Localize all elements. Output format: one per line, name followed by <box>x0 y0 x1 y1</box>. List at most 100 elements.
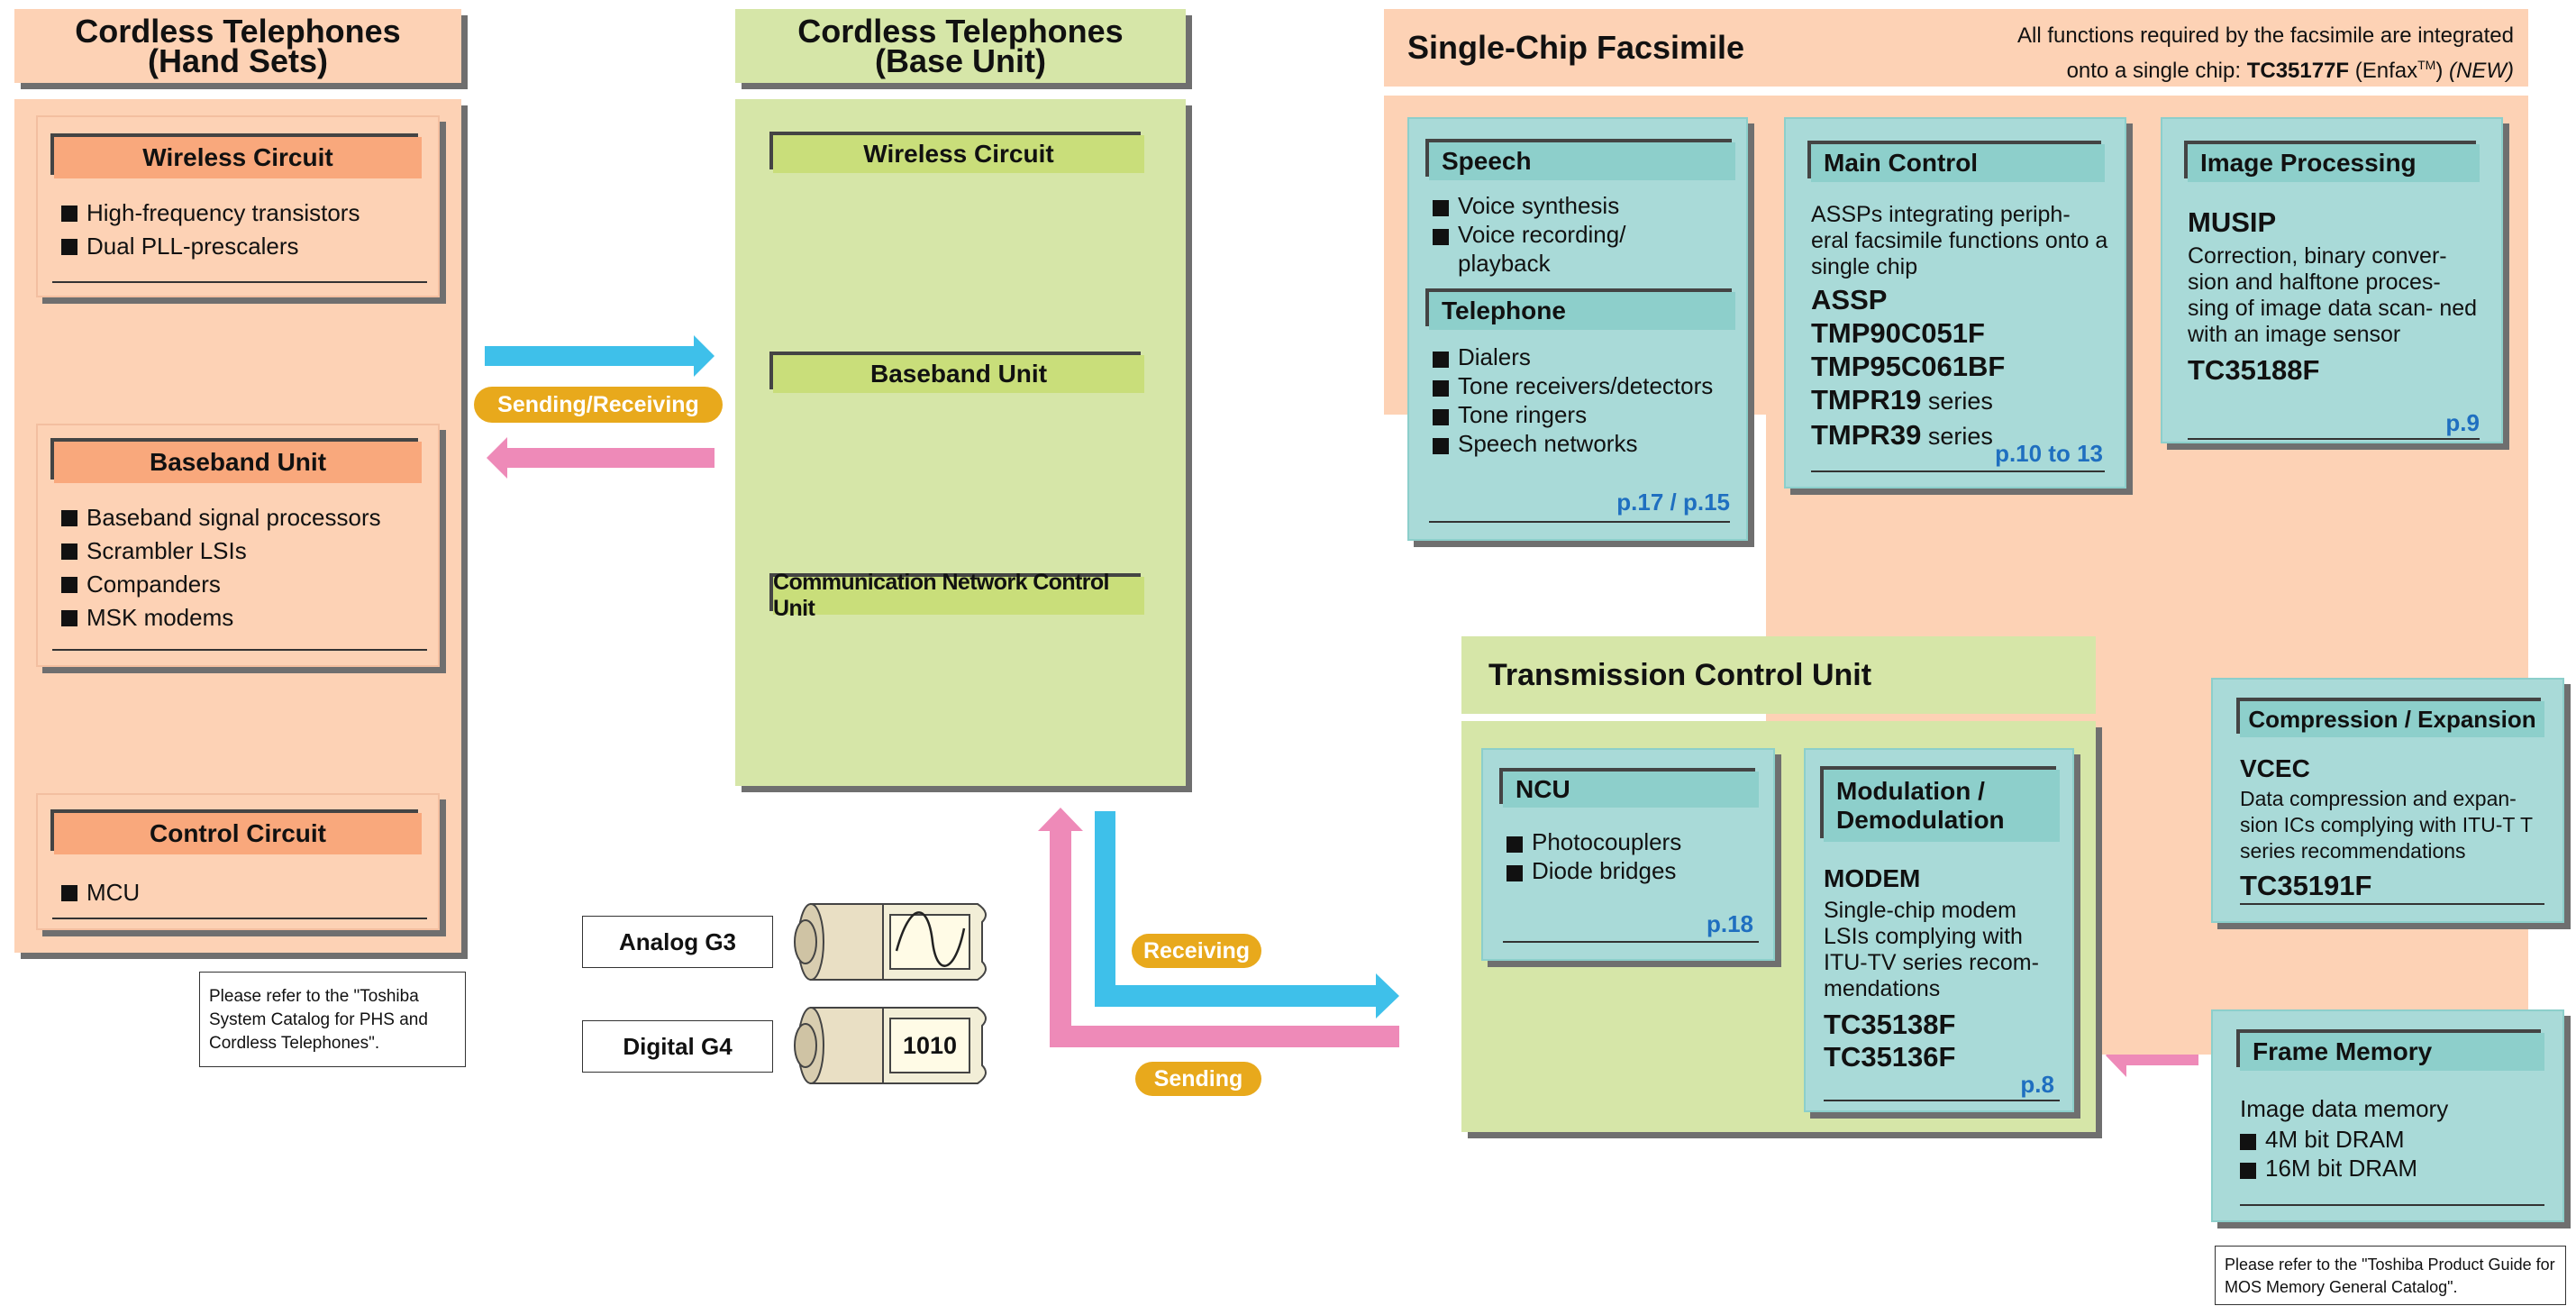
list-item: Tone ringers <box>1433 400 1713 429</box>
list-item: Companders <box>61 568 381 601</box>
fax-new: (NEW) <box>2449 59 2514 83</box>
divider <box>1429 521 1730 523</box>
handsets-title-line1: Cordless Telephones <box>75 13 401 50</box>
list-item: Voice synthesis <box>1433 191 1721 220</box>
main-control-desc: ASSPs integrating periph- eral facsimile… <box>1811 202 2108 279</box>
telephone-list: Dialers Tone receivers/detectors Tone ri… <box>1433 342 1713 458</box>
list-item: Photocouplers <box>1506 827 1681 856</box>
frame-memory-box: Frame Memory Image data memory 4M bit DR… <box>2211 1009 2564 1222</box>
main-control-parts: ASSP TMP90C051F TMP95C061BF TMPR19 serie… <box>1811 283 2005 453</box>
list-item: Diode bridges <box>1506 856 1681 885</box>
fax-desc-line1: All functions required by the facsimile … <box>2017 23 2514 48</box>
frame-memory-note: Please refer to the "Toshiba Product Gui… <box>2215 1246 2566 1305</box>
part-tmp90c051f: TMP90C051F <box>1811 317 1985 349</box>
compression-box: Compression / Expansion VCEC Data compre… <box>2211 678 2564 923</box>
handset-wireless-box: Wireless Circuit High-frequency transist… <box>36 115 440 297</box>
compression-desc: Data compression and expan- sion ICs com… <box>2240 787 2533 863</box>
tcu-title: Transmission Control Unit <box>1488 658 1872 692</box>
divider <box>52 649 427 651</box>
divider <box>1503 941 1759 943</box>
sending-receiving-label: Sending/Receiving <box>474 387 723 423</box>
digital-label: Digital G4 <box>582 1020 773 1073</box>
part-tmpr39: TMPR39 series <box>1811 419 1993 451</box>
handsets-title-line2: (Hand Sets) <box>147 42 329 79</box>
frame-memory-title: Frame Memory <box>2240 1033 2544 1071</box>
modem-box: Modulation / Demodulation MODEM Single-c… <box>1804 748 2074 1112</box>
fax-header: Single-Chip Facsimile All functions requ… <box>1384 9 2528 87</box>
receiving-l-arrow <box>1095 811 1399 1018</box>
handset-wireless-title: Wireless Circuit <box>54 137 422 178</box>
handset-wireless-list: High-frequency transistors Dual PLL-pres… <box>61 196 360 263</box>
divider <box>52 918 427 919</box>
handset-control-box: Control Circuit MCU <box>36 793 440 930</box>
send-right-arrow <box>485 335 715 377</box>
list-item: Voice recording/ playback <box>1433 220 1721 278</box>
list-item: MCU <box>61 876 140 909</box>
fax-chip: TC35177F <box>2246 59 2350 83</box>
frame-memory-desc: Image data memory <box>2240 1095 2449 1122</box>
speech-list: Voice synthesis Voice recording/ playbac… <box>1433 191 1721 278</box>
telephone-title: Telephone <box>1429 292 1735 330</box>
handsets-header: Cordless Telephones (Hand Sets) <box>14 9 461 83</box>
ncu-box: NCU Photocouplers Diode bridges p.18 <box>1481 748 1775 961</box>
image-processing-title: Image Processing <box>2188 144 2480 182</box>
modem-desc: Single-chip modem LSIs complying with IT… <box>1824 898 2039 1001</box>
list-item: Baseband signal processors <box>61 501 381 534</box>
divider <box>2240 903 2544 905</box>
main-control-title: Main Control <box>1811 144 2105 182</box>
part-tmpr19: TMPR19 series <box>1811 384 1993 416</box>
modem-label: MODEM <box>1824 864 1921 892</box>
list-item: Speech networks <box>1433 429 1713 458</box>
modem-title: Modulation / Demodulation <box>1824 770 2060 842</box>
base-wireless-title: Wireless Circuit <box>773 135 1144 173</box>
handset-control-title: Control Circuit <box>54 813 422 854</box>
image-processing-page-ref[interactable]: p.9 <box>2445 409 2480 436</box>
image-processing-desc: Correction, binary conver- sion and half… <box>2188 243 2478 347</box>
list-item: 16M bit DRAM <box>2240 1154 2417 1183</box>
assp-label: ASSP <box>1811 284 1888 315</box>
list-item: Tone receivers/detectors <box>1433 371 1713 400</box>
analog-label: Analog G3 <box>582 916 773 968</box>
list-item: 4M bit DRAM <box>2240 1125 2417 1154</box>
base-title-line2: (Base Unit) <box>874 42 1047 79</box>
base-panel: Wireless Circuit Baseband Unit Communica… <box>735 99 1186 786</box>
base-header: Cordless Telephones (Base Unit) <box>735 9 1186 83</box>
tcu-header: Transmission Control Unit <box>1461 636 2096 714</box>
ncu-title: NCU <box>1503 772 1759 808</box>
part-tc35138f: TC35138F <box>1824 1009 1956 1040</box>
divider <box>2188 438 2480 440</box>
receiving-label: Receiving <box>1132 934 1261 968</box>
musip-label: MUSIP <box>2188 206 2277 238</box>
main-control-box: Main Control ASSPs integrating periph- e… <box>1784 117 2126 489</box>
handset-baseband-box: Baseband Unit Baseband signal processors… <box>36 424 440 667</box>
divider <box>1811 470 2105 472</box>
fax-title: Single-Chip Facsimile <box>1407 29 1745 66</box>
ncu-page-ref[interactable]: p.18 <box>1706 910 1753 937</box>
ncu-list: Photocouplers Diode bridges <box>1506 827 1681 885</box>
list-item: High-frequency transistors <box>61 196 360 230</box>
divider <box>52 281 427 283</box>
handset-baseband-title: Baseband Unit <box>54 442 422 483</box>
list-item: Dialers <box>1433 342 1713 371</box>
compression-title: Compression / Expansion <box>2240 701 2544 737</box>
list-item: Dual PLL-prescalers <box>61 230 360 263</box>
fax-desc: All functions required by the facsimile … <box>2017 22 2514 86</box>
speech-telephone-box: Speech Voice synthesis Voice recording/ … <box>1407 117 1748 541</box>
speech-title: Speech <box>1429 142 1735 180</box>
modem-page-ref[interactable]: p.8 <box>2020 1071 2054 1098</box>
part-tc35136f: TC35136F <box>1824 1041 1956 1073</box>
handsets-note: Please refer to the "Toshiba System Cata… <box>199 972 466 1067</box>
main-control-page-ref[interactable]: p.10 to 13 <box>1995 440 2103 467</box>
base-network-title: Communication Network Control Unit <box>773 570 1144 621</box>
list-item: MSK modems <box>61 601 381 635</box>
vcec-label: VCEC <box>2240 754 2310 782</box>
divider <box>2240 1204 2544 1206</box>
handset-control-list: MCU <box>61 876 140 909</box>
divider <box>1824 1100 2060 1101</box>
part-tc35191f: TC35191F <box>2240 870 2372 901</box>
part-tmp95c061bf: TMP95C061BF <box>1811 351 2006 382</box>
list-item: Scrambler LSIs <box>61 534 381 568</box>
sending-label: Sending <box>1135 1062 1261 1096</box>
digital-code: 1010 <box>902 1031 958 1059</box>
telephone-page-ref[interactable]: p.17 / p.15 <box>1616 489 1730 516</box>
